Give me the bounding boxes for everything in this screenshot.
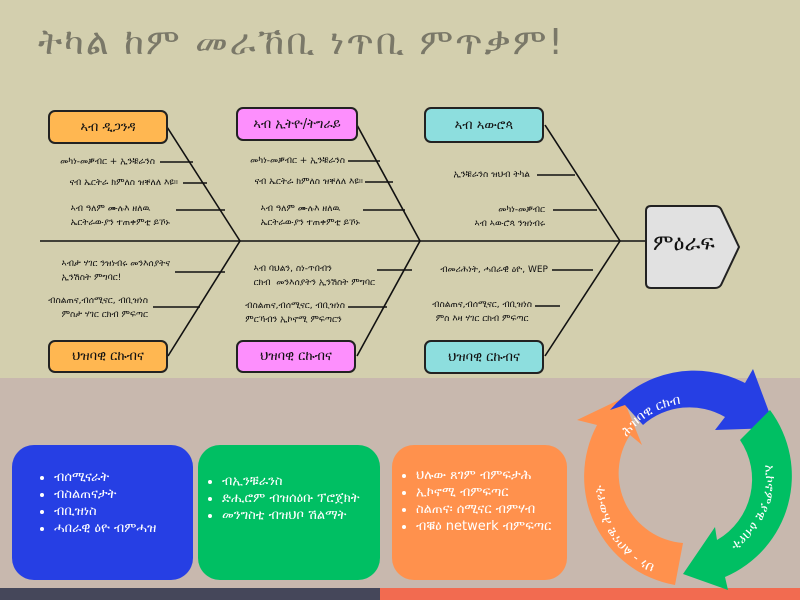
bone (356, 240, 421, 357)
cause-text: ናብ ኤርትራ ክምለስ ዝቐለለ እዩ። (69, 178, 178, 188)
cycle-arrow-green (683, 410, 792, 590)
cause-text: ናብ ኤርትራ ክምለስ ዝቐለለ እዩ። (254, 177, 363, 187)
cause-text: ኣብ ዓለም ሙሉእ ዘለዉ ኤርትራውያን ተጠቀምቲ ይኾኑ (70, 204, 170, 228)
cause-text: ብስልጠና,ብሰሚናር, ብቢዝነስ ምስ እዛ ሃገር ርክብ ምፍጣር (432, 300, 532, 324)
category-box-ethiopia-tigray: ኣብ ኢትዮ/ትግራይ (236, 107, 358, 141)
cycle-arrow-orange (577, 398, 683, 585)
card-item: ኢኮኖሚ ብምፍጣር (416, 484, 567, 501)
card-item: ብስልጠናታት (54, 486, 193, 503)
bone (166, 126, 241, 242)
head-label: ምዕራፍ (653, 231, 715, 256)
cause-text: መካነ-መቓብር + ኢንቹራንስ (60, 157, 155, 167)
bone (544, 124, 621, 242)
cause-text: ኣብ ባህልን, ስነ-ጥበብን ርክብ መንእሰያትን ኢንሽስት ምግባር (253, 264, 375, 288)
cycle-arrow-blue (610, 369, 775, 430)
cause-text: ኣብ ዓለም ሙሉእ ዘለዉ ኤርትራውያን ተጠቀምቲ ይኾኑ (260, 204, 360, 228)
category-box-public-relations: ህዝባዊ ርኩብና (236, 340, 356, 373)
cause-text: ኢንቹራንስ ዝህብ ትካል (453, 170, 530, 180)
category-box-public-relations: ህዝባዊ ርኩብና (48, 340, 168, 373)
card-item: ድሒሮም ብዝሰዕቡ ፕሮጀክት (222, 490, 380, 507)
fish-head-box: ምዕራፍ (645, 205, 741, 289)
card-item: ብቢዝነስ (54, 503, 193, 520)
cause-text: መካነ-መቓብር + ኢንቹራንስ (250, 156, 345, 166)
card-item: መንግስቲ ብዝህቦ ሽልማት (222, 507, 380, 524)
category-label: ኣብ ኢትዮ/ትግራይ (253, 116, 341, 132)
category-label: ኣብ ኣውሮጳ (454, 117, 514, 133)
category-box-europe: ኣብ ኣውሮጳ (424, 107, 544, 143)
bone (544, 240, 621, 357)
category-label: ኣብ ዲጋንዳ (80, 119, 136, 135)
category-box-dagenda: ኣብ ዲጋንዳ (48, 110, 168, 144)
category-box-public-relations: ህዝባዊ ርኩብና (424, 340, 544, 374)
bone (167, 240, 241, 357)
cycle-diagram: ሕዝባዊ ርክብ ኢኮኖምያዊ ዕብየት ህነ - ልቦናዊ ሕውየት (577, 369, 792, 590)
card-item: ሓበራዊ ዕዮ ብምሓዝ (54, 520, 193, 537)
card-item: ብኢንቹራንስ (222, 473, 380, 490)
card-orange: ህሉው ጸገም ብምፍታሕ ኢኮኖሚ ብምፍጣር ስልጠና፡ ሰሚናር ብምሃብ… (392, 445, 567, 580)
cause-text: ብስልጠና,ብሰሚናር, ብቢዝነስ ምርኻብን ኢኮኖሚ ምፍጣርን (245, 301, 345, 325)
cause-text: ኣብታ ሃገር ንዝነብሩ መንእሰያትና ኢንሽስት ምግባር! (61, 259, 170, 283)
category-label: ህዝባዊ ርኩብና (72, 349, 144, 364)
card-green: ብኢንቹራንስ ድሒሮም ብዝሰዕቡ ፕሮጀክት መንግስቲ ብዝህቦ ሽልማት (198, 445, 380, 580)
category-label: ህዝባዊ ርኩብና (448, 349, 520, 365)
card-item: ብቑዕ netwerk ብምፍጣር (416, 518, 567, 535)
card-blue: ብሰሚናራት ብስልጠናታት ብቢዝነስ ሓበራዊ ዕዮ ብምሓዝ (12, 445, 193, 580)
cause-text: ብስልጠና,ብሰሚናር, ብቢዝነስ ምስታ ሃገር ርክብ ምፍጣር (48, 296, 148, 320)
category-label: ህዝባዊ ርኩብና (260, 349, 332, 364)
cause-text: ብመሪሕነት, ሓበራዊ ዕዮ, WEP (440, 265, 548, 275)
card-item: ብሰሚናራት (54, 469, 193, 486)
page-title: ትካል ከም መራኸቢ ነጥቢ ምጥቃም! (38, 22, 565, 63)
card-item: ህሉው ጸገም ብምፍታሕ (416, 467, 567, 484)
cause-text: መካነ-መቓብር ኣብ ኣውሮጳ ንዝነብሩ (474, 205, 545, 229)
footer-bar-right (380, 588, 800, 600)
footer-bar-left (0, 588, 380, 600)
bone (356, 124, 421, 242)
card-item: ስልጠና፡ ሰሚናር ብምሃብ (416, 501, 567, 518)
